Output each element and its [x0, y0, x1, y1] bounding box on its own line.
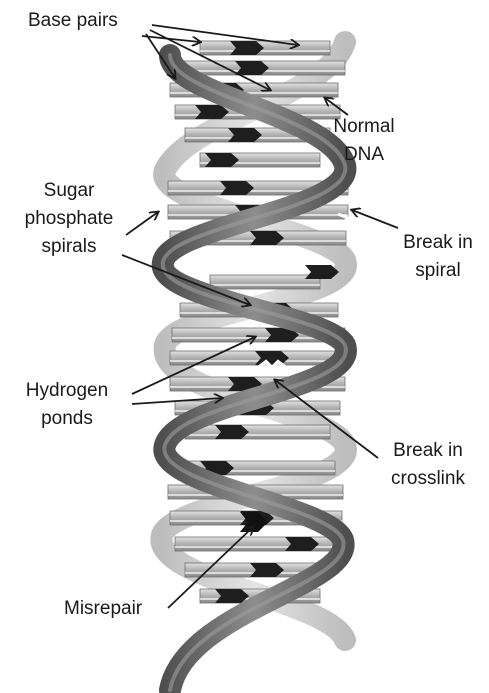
label-base-pairs: Base pairs: [28, 10, 118, 32]
label-misrepair: Misrepair: [64, 598, 142, 620]
label-break-crosslink-line-1: Break in: [372, 440, 484, 462]
label-sugar-line-3: spirals: [4, 236, 134, 258]
label-sugar-line-1: Sugar: [4, 180, 134, 202]
label-hydrogen-line-2: ponds: [4, 408, 130, 430]
label-hydrogen-ponds: Hydrogen ponds: [4, 380, 130, 430]
label-break-crosslink-line-2: crosslink: [372, 468, 484, 490]
label-normal-dna-line-2: DNA: [324, 144, 404, 166]
label-sugar-phosphate-spirals: Sugar phosphate spirals: [4, 180, 134, 258]
base-pair-rung: [185, 425, 330, 439]
label-hydrogen-line-1: Hydrogen: [4, 380, 130, 402]
label-normal-dna-line-1: Normal: [324, 116, 404, 138]
label-break-in-spiral: Break in spiral: [390, 232, 486, 282]
label-break-spiral-line-1: Break in: [390, 232, 486, 254]
label-normal-dna: Normal DNA: [324, 116, 404, 166]
leader-break-spiral: [352, 210, 398, 228]
base-pair-rung: [200, 41, 330, 55]
spiral-break-mark: [338, 214, 352, 228]
label-break-spiral-line-2: spiral: [390, 260, 486, 282]
base-pair-rung: [210, 275, 320, 289]
label-break-in-crosslink: Break in crosslink: [372, 440, 484, 490]
label-sugar-line-2: phosphate: [4, 208, 134, 230]
